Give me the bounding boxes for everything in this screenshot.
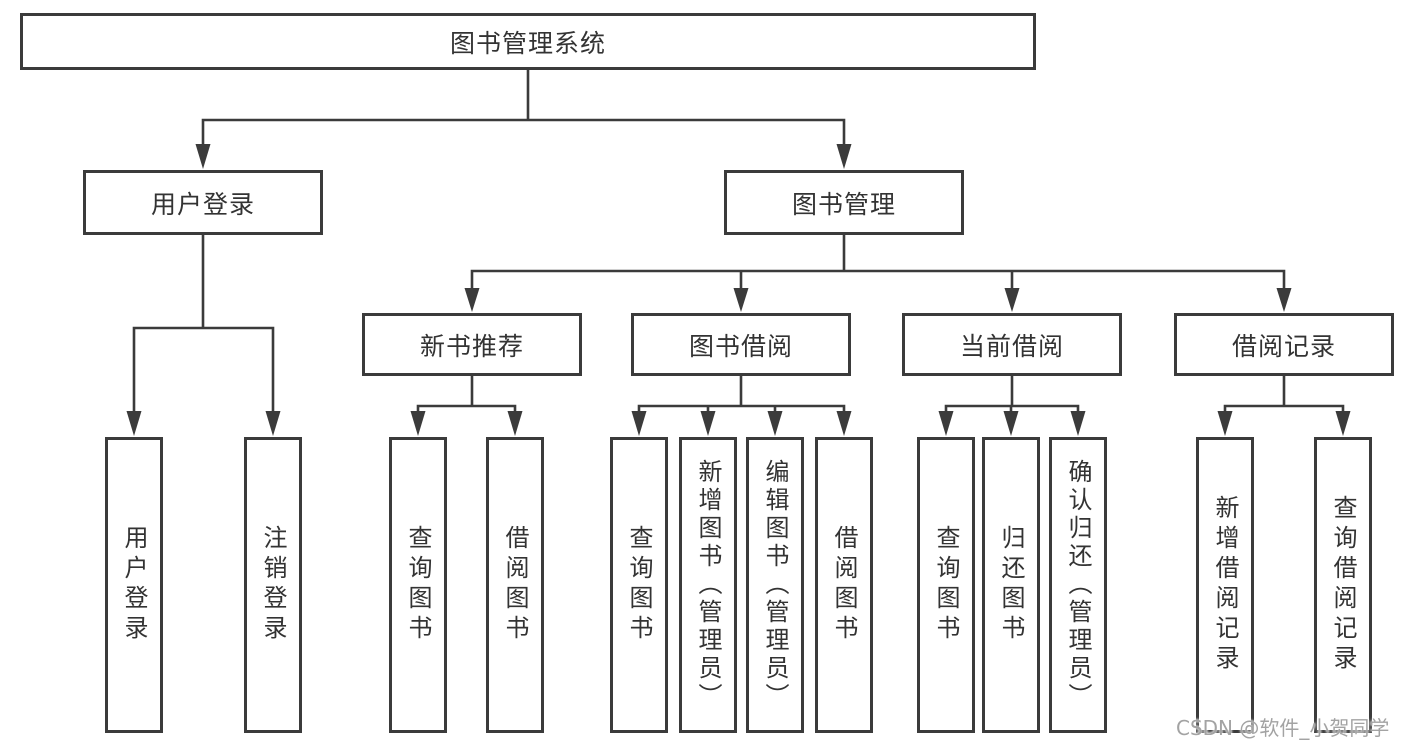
node-new-book-recommendation-label: 新书推荐 — [419, 331, 524, 361]
node-current-borrowing: 当前借阅 — [902, 313, 1122, 376]
node-book-management: 图书管理 — [724, 170, 964, 235]
node-book-borrowing: 图书借阅 — [631, 313, 851, 376]
node-borrowing-records: 借阅记录 — [1174, 313, 1394, 376]
node-add-book-admin-label: 新增图书（管理员） — [694, 459, 722, 711]
node-library-system: 图书管理系统 — [20, 13, 1036, 70]
node-user-login-leaf: 用户登录 — [105, 437, 163, 733]
node-query-borrow-record: 查询借阅记录 — [1314, 437, 1372, 733]
node-logout-label: 注销登录 — [259, 525, 287, 645]
node-query-books-borrowing: 查询图书 — [610, 437, 668, 733]
node-borrow-books-recommend-label: 借阅图书 — [501, 525, 529, 645]
node-user-login-leaf-label: 用户登录 — [120, 525, 148, 645]
node-book-management-label: 图书管理 — [791, 189, 896, 219]
node-query-borrow-record-label: 查询借阅记录 — [1329, 495, 1357, 675]
watermark: CSDN @软件_小贺同学 — [1176, 716, 1390, 740]
node-edit-book-admin: 编辑图书（管理员） — [746, 437, 804, 733]
node-confirm-return-admin-label: 确认归还（管理员） — [1064, 459, 1092, 711]
node-confirm-return-admin: 确认归还（管理员） — [1049, 437, 1107, 733]
node-query-books-borrowing-label: 查询图书 — [625, 525, 653, 645]
node-borrow-books-recommend: 借阅图书 — [486, 437, 544, 733]
node-query-books-recommend-label: 查询图书 — [404, 525, 432, 645]
node-borrow-books-borrowing-label: 借阅图书 — [830, 525, 858, 645]
node-query-books-current: 查询图书 — [917, 437, 975, 733]
node-user-login-label: 用户登录 — [150, 189, 255, 219]
node-edit-book-admin-label: 编辑图书（管理员） — [761, 459, 789, 711]
node-query-books-current-label: 查询图书 — [932, 525, 960, 645]
node-library-system-label: 图书管理系统 — [449, 28, 606, 58]
node-add-borrow-record: 新增借阅记录 — [1196, 437, 1254, 733]
node-user-login: 用户登录 — [83, 170, 323, 235]
node-return-book-label: 归还图书 — [997, 525, 1025, 645]
node-current-borrowing-label: 当前借阅 — [959, 331, 1064, 361]
node-add-book-admin: 新增图书（管理员） — [679, 437, 737, 733]
node-add-borrow-record-label: 新增借阅记录 — [1211, 495, 1239, 675]
node-logout: 注销登录 — [244, 437, 302, 733]
node-borrowing-records-label: 借阅记录 — [1231, 331, 1336, 361]
node-return-book: 归还图书 — [982, 437, 1040, 733]
node-query-books-recommend: 查询图书 — [389, 437, 447, 733]
node-new-book-recommendation: 新书推荐 — [362, 313, 582, 376]
node-borrow-books-borrowing: 借阅图书 — [815, 437, 873, 733]
node-book-borrowing-label: 图书借阅 — [688, 331, 793, 361]
arrowheads — [126, 144, 1351, 436]
